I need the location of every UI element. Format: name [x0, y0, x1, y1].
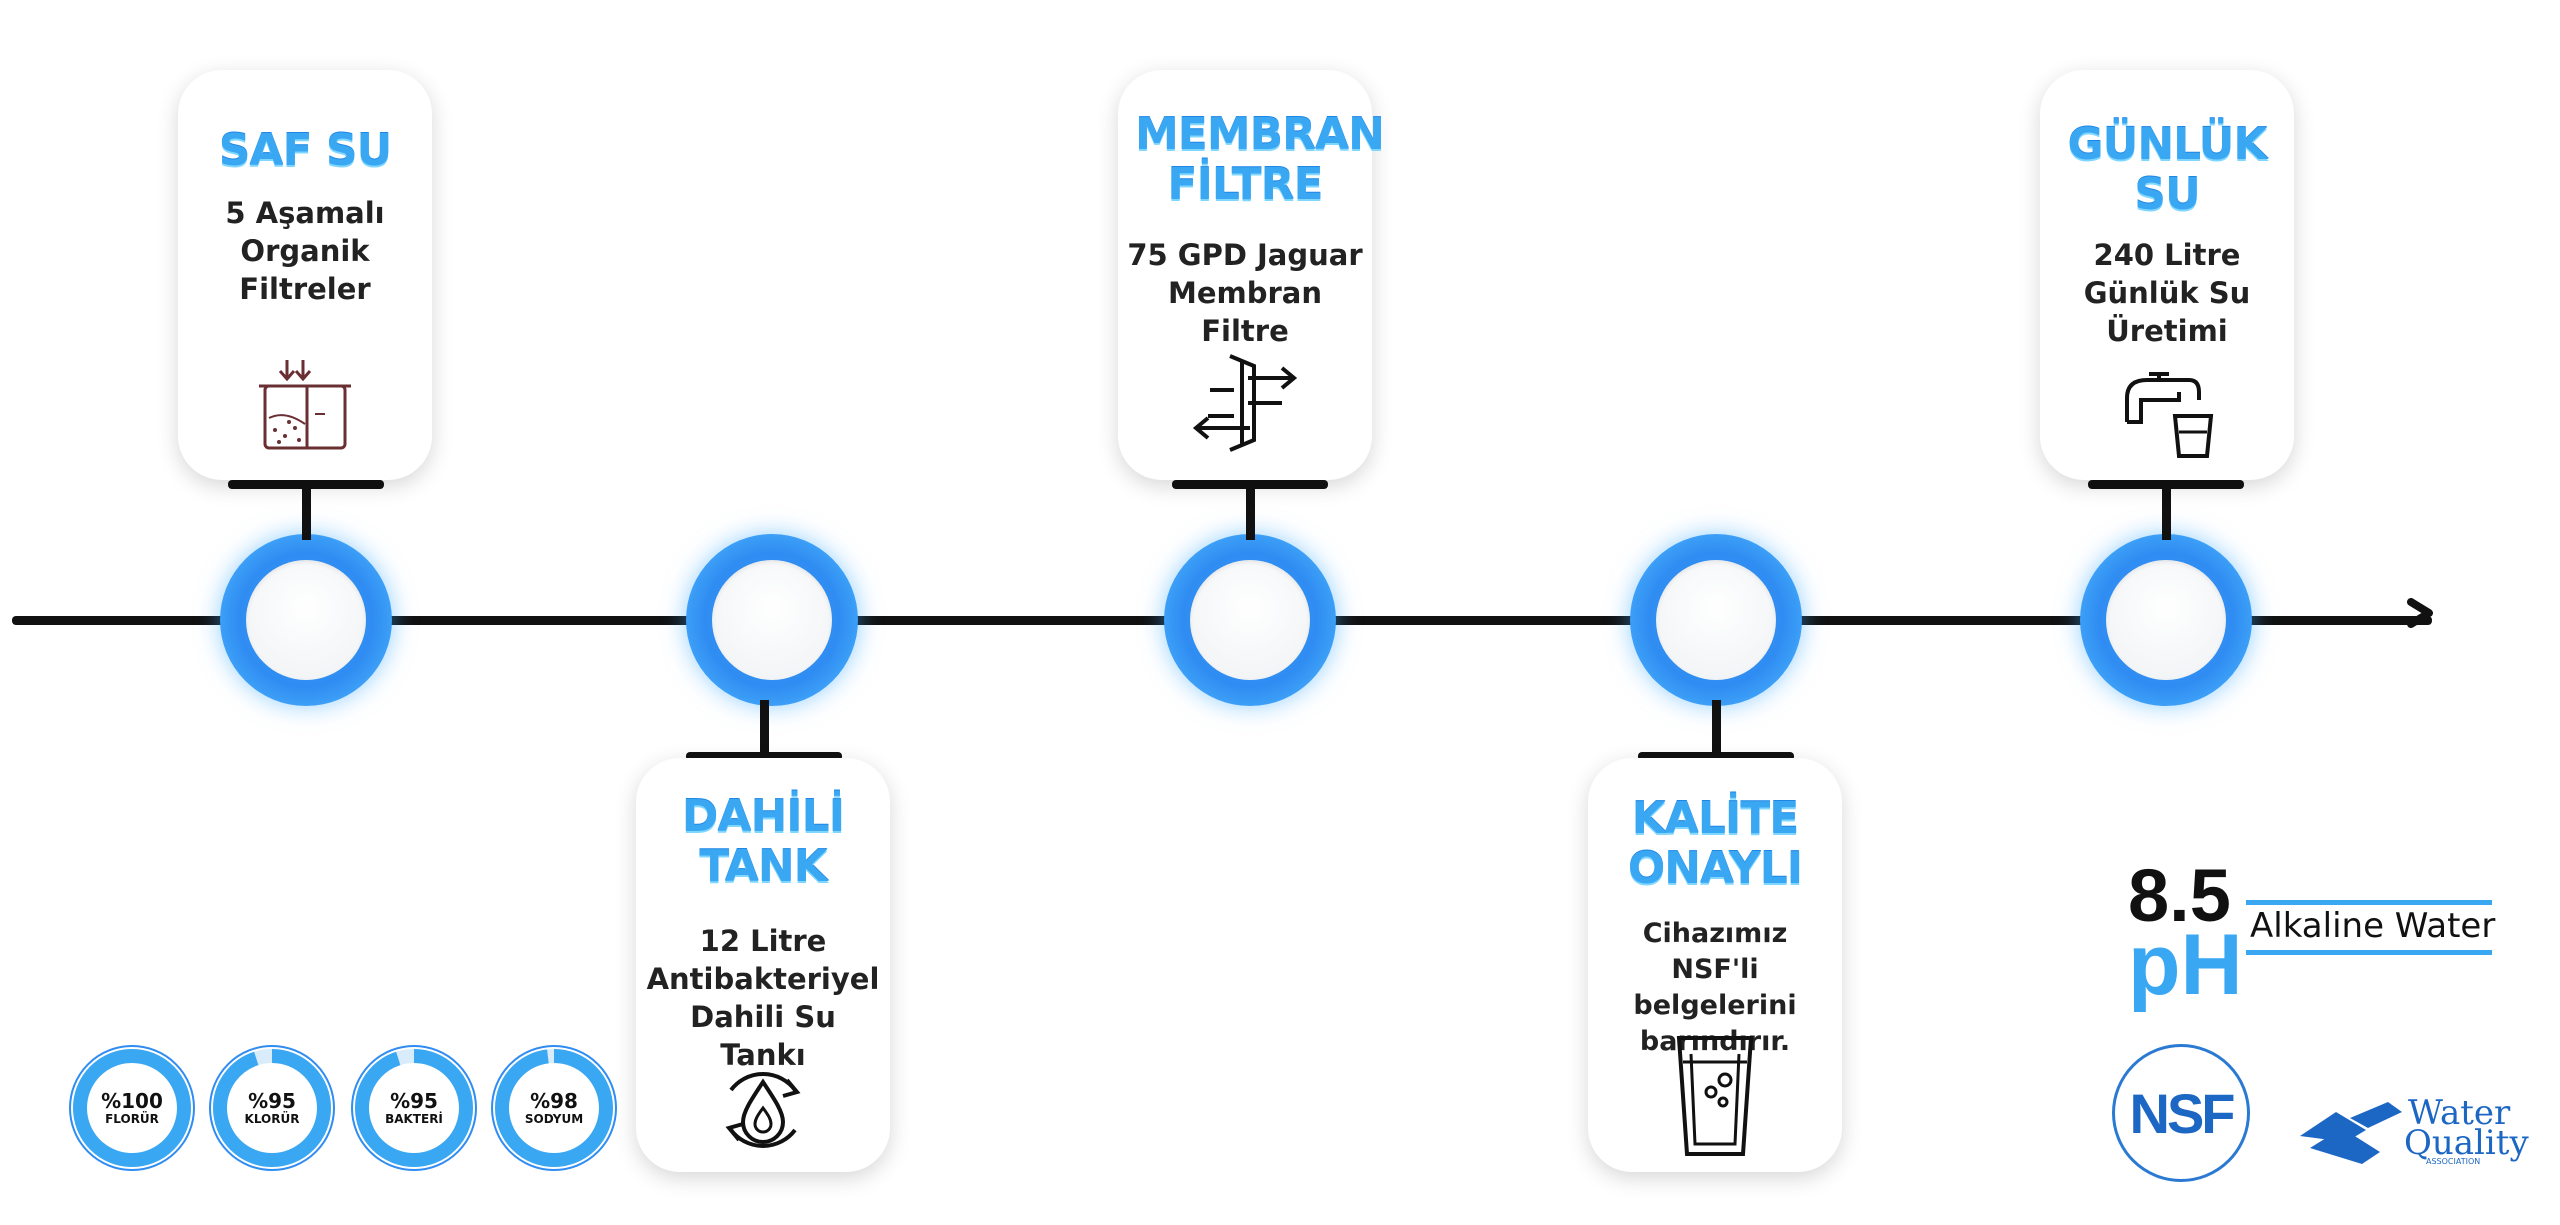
card-desc-line: Günlük Su — [2083, 276, 2251, 310]
connector-stem-4 — [1712, 700, 1721, 758]
badge-label: SODYUM — [524, 1112, 584, 1126]
feature-card-saf-su: SAF SU 5 Aşamalı Organik Filtreler — [178, 70, 432, 480]
water-glass-icon — [1676, 1036, 1754, 1156]
feature-card-kalite-onayli: KALİTE ONAYLI Cihazımız NSF'li belgeleri… — [1588, 758, 1842, 1172]
timeline-node-5 — [2080, 534, 2252, 706]
card-title: GÜNLÜK SU — [2067, 119, 2268, 220]
badge-percent: %95 — [390, 1089, 438, 1113]
progress-ring-icon — [69, 1045, 195, 1171]
connector-bar-1 — [228, 480, 384, 489]
arrow-right-icon — [2407, 598, 2433, 628]
card-title: KALİTE ONAYLI — [1627, 793, 1803, 894]
card-desc-line: Filtreler — [239, 272, 371, 306]
badge-label: FLORÜR — [105, 1112, 159, 1126]
connector-bar-4 — [1638, 752, 1794, 761]
ph-line-bottom — [2246, 950, 2492, 955]
progress-ring-icon — [209, 1045, 335, 1171]
timeline-node-4 — [1630, 534, 1802, 706]
ph-line-top — [2246, 900, 2492, 905]
wqa-logo-line1: Water — [2408, 1093, 2511, 1133]
badge-florur: %100 FLORÜR — [68, 1044, 196, 1172]
card-desc-line: Dahili Su Tankı — [690, 1000, 836, 1072]
badge-klorur: %95 KLORÜR — [208, 1044, 336, 1172]
connector-stem-2 — [760, 700, 769, 758]
card-title: DAHİLİ TANK — [636, 792, 890, 892]
ph-label: Alkaline Water — [2250, 906, 2496, 946]
badge-bakteri: %95 BAKTERİ — [350, 1044, 478, 1172]
card-desc-line: 75 GPD Jaguar — [1127, 238, 1363, 272]
wqa-logo-line2: Quality — [2404, 1123, 2529, 1163]
feature-card-dahili-tank: DAHİLİ TANK 12 Litre Antibakteriyel Dahi… — [636, 758, 890, 1172]
feature-card-gunluk-su: GÜNLÜK SU 240 Litre Günlük Su Üretimi — [2040, 70, 2294, 480]
connector-bar-3 — [1172, 480, 1328, 489]
badge-label: BAKTERİ — [385, 1112, 443, 1126]
wqa-logo-line3: ASSOCIATION — [2426, 1157, 2481, 1166]
timeline-node-1 — [220, 534, 392, 706]
card-desc-line: 12 Litre — [699, 924, 827, 958]
card-desc-line: 240 Litre — [2093, 238, 2241, 272]
connector-stem-3 — [1246, 484, 1255, 540]
feature-card-membran-filtre: MEMBRAN FİLTRE 75 GPD Jaguar Membran Fil… — [1118, 70, 1385, 480]
card-desc-line: Membran Filtre — [1167, 276, 1323, 348]
card-desc-line: belgelerini — [1633, 990, 1797, 1021]
ph-unit: pH — [2128, 917, 2243, 1013]
card-desc-line: Üretimi — [2106, 314, 2228, 348]
beaker-filter-icon — [259, 360, 351, 450]
water-cycle-drop-icon — [725, 1072, 801, 1148]
card-desc-line: Antibakteriyel — [646, 962, 880, 996]
badge-percent: %95 — [248, 1089, 296, 1113]
timeline-node-2 — [686, 534, 858, 706]
wqa-wave-icon — [2300, 1102, 2402, 1164]
badge-percent: %100 — [101, 1089, 163, 1113]
card-desc-line: Organik — [240, 234, 370, 268]
connector-stem-1 — [302, 484, 311, 540]
ph-value: 8.5 — [2128, 854, 2231, 937]
timeline-node-3 — [1164, 534, 1336, 706]
card-desc-line: 5 Aşamalı — [225, 196, 385, 230]
connector-bar-5 — [2088, 480, 2244, 489]
nsf-logo-text: NSF — [2129, 1081, 2236, 1145]
card-desc-line: barındırır. — [1639, 1026, 1791, 1057]
membrane-arrows-icon — [1192, 354, 1298, 452]
card-title: MEMBRAN FİLTRE — [1135, 109, 1385, 210]
card-desc-line: Cihazımız NSF'li — [1642, 918, 1788, 985]
progress-ring-icon — [351, 1045, 477, 1171]
connector-bar-2 — [686, 752, 842, 761]
badge-sodyum: %98 SODYUM — [490, 1044, 618, 1172]
badge-label: KLORÜR — [244, 1112, 300, 1126]
connector-stem-5 — [2162, 484, 2171, 540]
card-title: SAF SU — [218, 125, 393, 176]
card-title-text: DAHİLİ TANK — [681, 791, 845, 892]
tap-glass-icon — [2125, 372, 2214, 458]
progress-ring-icon — [491, 1045, 617, 1171]
badge-percent: %98 — [530, 1089, 578, 1113]
nsf-logo: NSF — [2112, 1044, 2250, 1182]
